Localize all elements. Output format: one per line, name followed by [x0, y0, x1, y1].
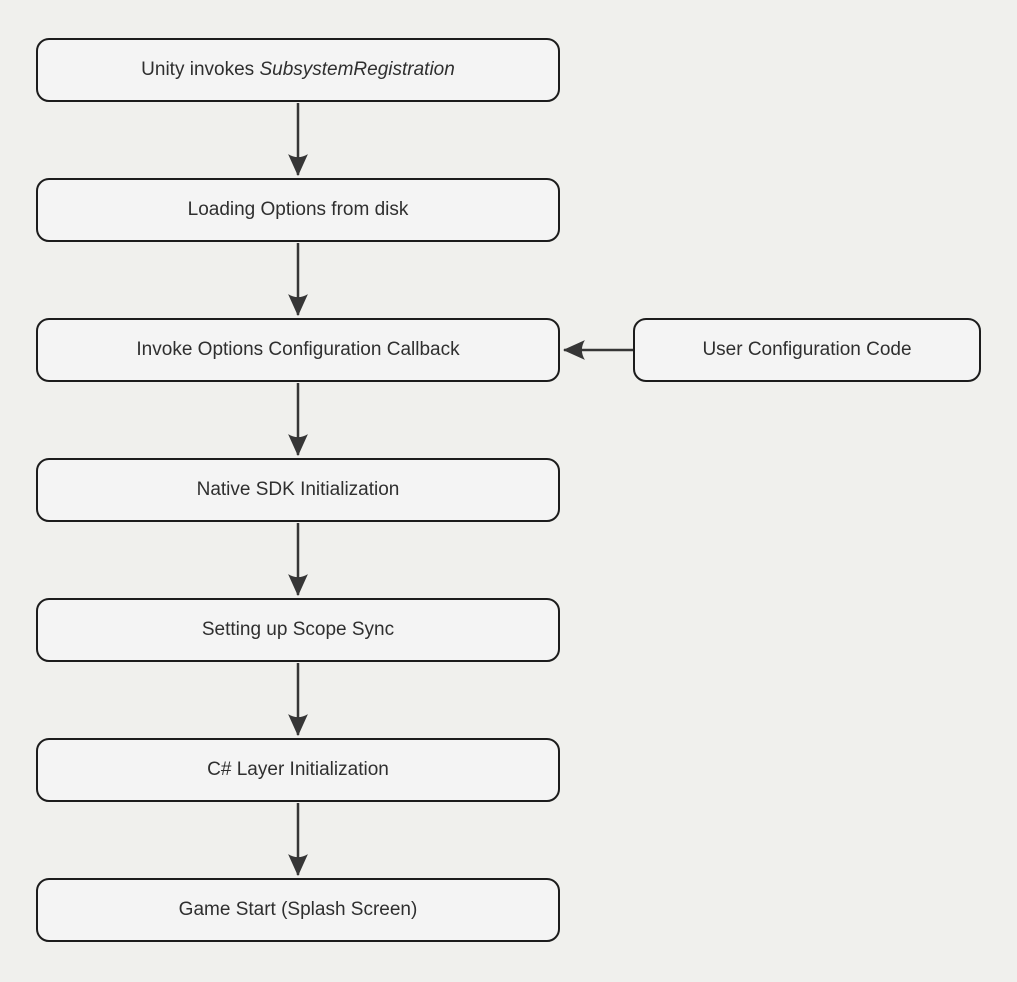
flow-node-setting-up-scope-sync: Setting up Scope Sync [36, 598, 560, 662]
flow-node-label: C# Layer Initialization [207, 758, 389, 780]
flow-node-label: Setting up Scope Sync [201, 618, 395, 640]
flow-node-label: Invoke Options Configuration Callback [136, 338, 460, 360]
flow-node-label: Native SDK Initialization [196, 478, 400, 500]
flow-node-label-italic: SubsystemRegistration [259, 58, 455, 80]
flow-node-loading-options-from-disk: Loading Options from disk [36, 178, 560, 242]
flow-node-csharp-layer-initialization: C# Layer Initialization [36, 738, 560, 802]
flow-node-label: User Configuration Code [702, 338, 912, 360]
flow-node-label: Loading Options from disk [187, 198, 409, 220]
flow-node-native-sdk-initialization: Native SDK Initialization [36, 458, 560, 522]
flow-node-invoke-options-configuration-callback: Invoke Options Configuration Callback [36, 318, 560, 382]
flow-node-label: Game Start (Splash Screen) [178, 898, 418, 920]
flow-node-game-start-splash-screen: Game Start (Splash Screen) [36, 878, 560, 942]
flow-node-user-configuration-code: User Configuration Code [633, 318, 981, 382]
flow-node-unity-invokes-subsystemregistration: Unity invokes SubsystemRegistration [36, 38, 560, 102]
flow-node-label: Unity invokes SubsystemRegistration [141, 58, 455, 80]
